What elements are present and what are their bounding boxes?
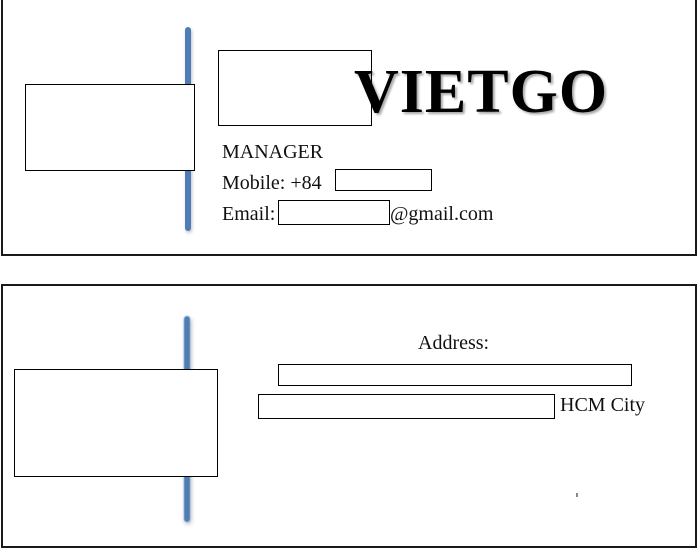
company-name: VIETGO <box>354 58 609 126</box>
mobile-label: Mobile: +84 <box>222 172 322 194</box>
name-placeholder <box>218 50 372 126</box>
address-city: HCM City <box>560 394 646 416</box>
logo-placeholder <box>14 369 218 477</box>
mobile-number-placeholder <box>335 169 432 191</box>
address-line-1-placeholder <box>278 364 632 386</box>
email-label: Email: <box>222 203 276 225</box>
email-user-placeholder <box>278 200 390 225</box>
logo-placeholder <box>25 84 195 171</box>
email-domain: @gmail.com <box>390 203 494 225</box>
stray-mark <box>576 493 578 497</box>
address-label: Address: <box>418 332 490 354</box>
job-title: MANAGER <box>222 141 324 163</box>
address-line-2-placeholder <box>258 394 555 419</box>
